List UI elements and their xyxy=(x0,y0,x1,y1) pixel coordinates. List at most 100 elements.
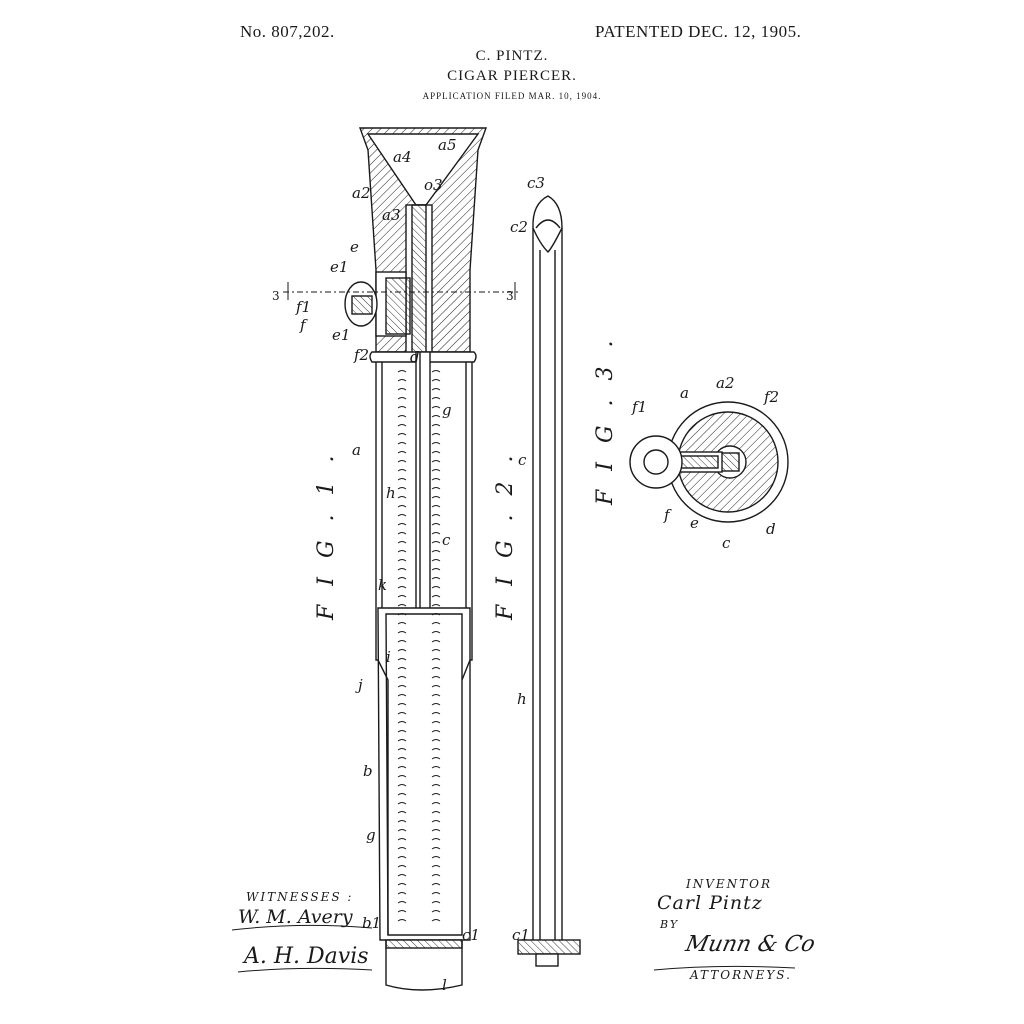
spring-coil xyxy=(397,919,441,922)
spring-coil xyxy=(397,793,441,796)
label-a2: a2 xyxy=(352,184,371,202)
spring-coil xyxy=(397,685,441,688)
label-c1: c1 xyxy=(462,926,480,944)
pin-f-core xyxy=(351,295,373,315)
piercer-foot xyxy=(535,953,559,967)
spring-coil xyxy=(397,730,441,733)
spring-coil xyxy=(397,775,441,778)
spring-coil xyxy=(397,496,441,499)
spring-coil xyxy=(397,622,441,625)
spring-coil xyxy=(397,433,441,436)
label-b1: b1 xyxy=(362,914,381,932)
spring-coil xyxy=(397,856,441,859)
tube-b-taper xyxy=(377,659,471,935)
spring-coil xyxy=(397,847,441,850)
tail-cap xyxy=(385,940,463,991)
spring-coil xyxy=(397,883,441,886)
label-fig3-f2: f2 xyxy=(763,388,779,406)
latch-block xyxy=(385,277,411,335)
fig2-label: F I G . 2 . xyxy=(493,450,518,621)
spring-coil xyxy=(397,739,441,742)
label-i: i xyxy=(386,648,391,666)
spring-coil xyxy=(397,442,441,445)
spring-coil xyxy=(397,379,441,382)
fig2-drawing xyxy=(517,195,581,967)
label-a: a xyxy=(352,441,361,459)
inventor-heading: C. PINTZ. xyxy=(475,48,549,64)
label-fig3-e: e xyxy=(690,514,699,532)
label-section-3b: 3 xyxy=(506,289,514,303)
attorneys-signature: Munn & Co xyxy=(683,932,818,957)
spring-coil xyxy=(397,874,441,877)
section-line-3-3 xyxy=(283,282,520,300)
spring-coil xyxy=(397,811,441,814)
spring-coil xyxy=(397,460,441,463)
spring-coil xyxy=(397,820,441,823)
label-c: c xyxy=(442,531,451,549)
spring-coil xyxy=(397,523,441,526)
spring-coil xyxy=(397,640,441,643)
spring-coil xyxy=(397,667,441,670)
spring-coil xyxy=(397,532,441,535)
tail-plate xyxy=(385,939,463,949)
label-h: h xyxy=(386,484,396,502)
label-fig3-f1: f1 xyxy=(631,398,647,416)
label-f1: f1 xyxy=(295,298,311,316)
tube-b xyxy=(377,607,471,941)
spring-coil xyxy=(397,658,441,661)
fig3-label: F I G . 3 . xyxy=(593,335,618,506)
spring-coil xyxy=(397,505,441,508)
label-f: f xyxy=(299,316,308,334)
label-a4: a4 xyxy=(393,148,412,166)
label-fig2-c: c xyxy=(518,451,527,469)
label-e1: e1 xyxy=(330,258,348,276)
label-k: k xyxy=(378,576,387,594)
spring-coil xyxy=(397,514,441,517)
spring-coil xyxy=(397,757,441,760)
spring-coil xyxy=(397,865,441,868)
label-fig3-c: c xyxy=(722,534,731,552)
spring-g xyxy=(397,370,441,922)
spring-coil xyxy=(397,541,441,544)
attorneys-label: ATTORNEYS. xyxy=(690,968,792,982)
label-j: j xyxy=(355,676,363,694)
label-fig2-c1: c1 xyxy=(512,926,530,944)
inner-blade xyxy=(411,204,427,354)
label-o3: o3 xyxy=(424,176,443,194)
spring-coil xyxy=(397,577,441,580)
spring-coil xyxy=(397,748,441,751)
application-filed: APPLICATION FILED MAR. 10, 1904. xyxy=(422,91,602,101)
witness-signature-2: A. H. Davis xyxy=(244,944,369,969)
patent-title: CIGAR PIERCER. xyxy=(447,68,577,84)
spring-coil xyxy=(397,802,441,805)
fig1-label: F I G . 1 . xyxy=(314,450,339,621)
spring-coil xyxy=(397,424,441,427)
label-g: g xyxy=(442,401,452,419)
spring-coil xyxy=(397,487,441,490)
label-fig3-f: f xyxy=(663,506,672,524)
label-c2: c2 xyxy=(510,218,528,236)
label-l: l xyxy=(442,976,447,994)
piercer-tip xyxy=(532,195,563,253)
inventor-signature: Carl Pintz xyxy=(657,892,763,914)
spring-coil xyxy=(397,712,441,715)
spring-coil xyxy=(397,568,441,571)
spring-coil xyxy=(397,415,441,418)
spring-coil xyxy=(397,586,441,589)
reference-labels: a4 a5 a 3 a2 o3 e e1 f1 f e1 f2 d g a h c… xyxy=(272,136,779,994)
fig1-drawing xyxy=(344,127,487,991)
label-e1b: e1 xyxy=(332,326,350,344)
spring-coil xyxy=(397,406,441,409)
spring-coil xyxy=(397,451,441,454)
spring-coil xyxy=(397,829,441,832)
label-a5: a5 xyxy=(438,136,457,154)
spring-coil xyxy=(397,766,441,769)
label-fig2-h: h xyxy=(517,690,527,708)
spring-coil xyxy=(397,595,441,598)
witness-signature-1: W. M. Avery xyxy=(238,906,353,928)
spring-coil xyxy=(397,838,441,841)
label-fig3-a: a xyxy=(680,384,689,402)
spring-coil xyxy=(397,703,441,706)
label-g2: g xyxy=(366,826,376,844)
label-d: d xyxy=(410,348,420,366)
